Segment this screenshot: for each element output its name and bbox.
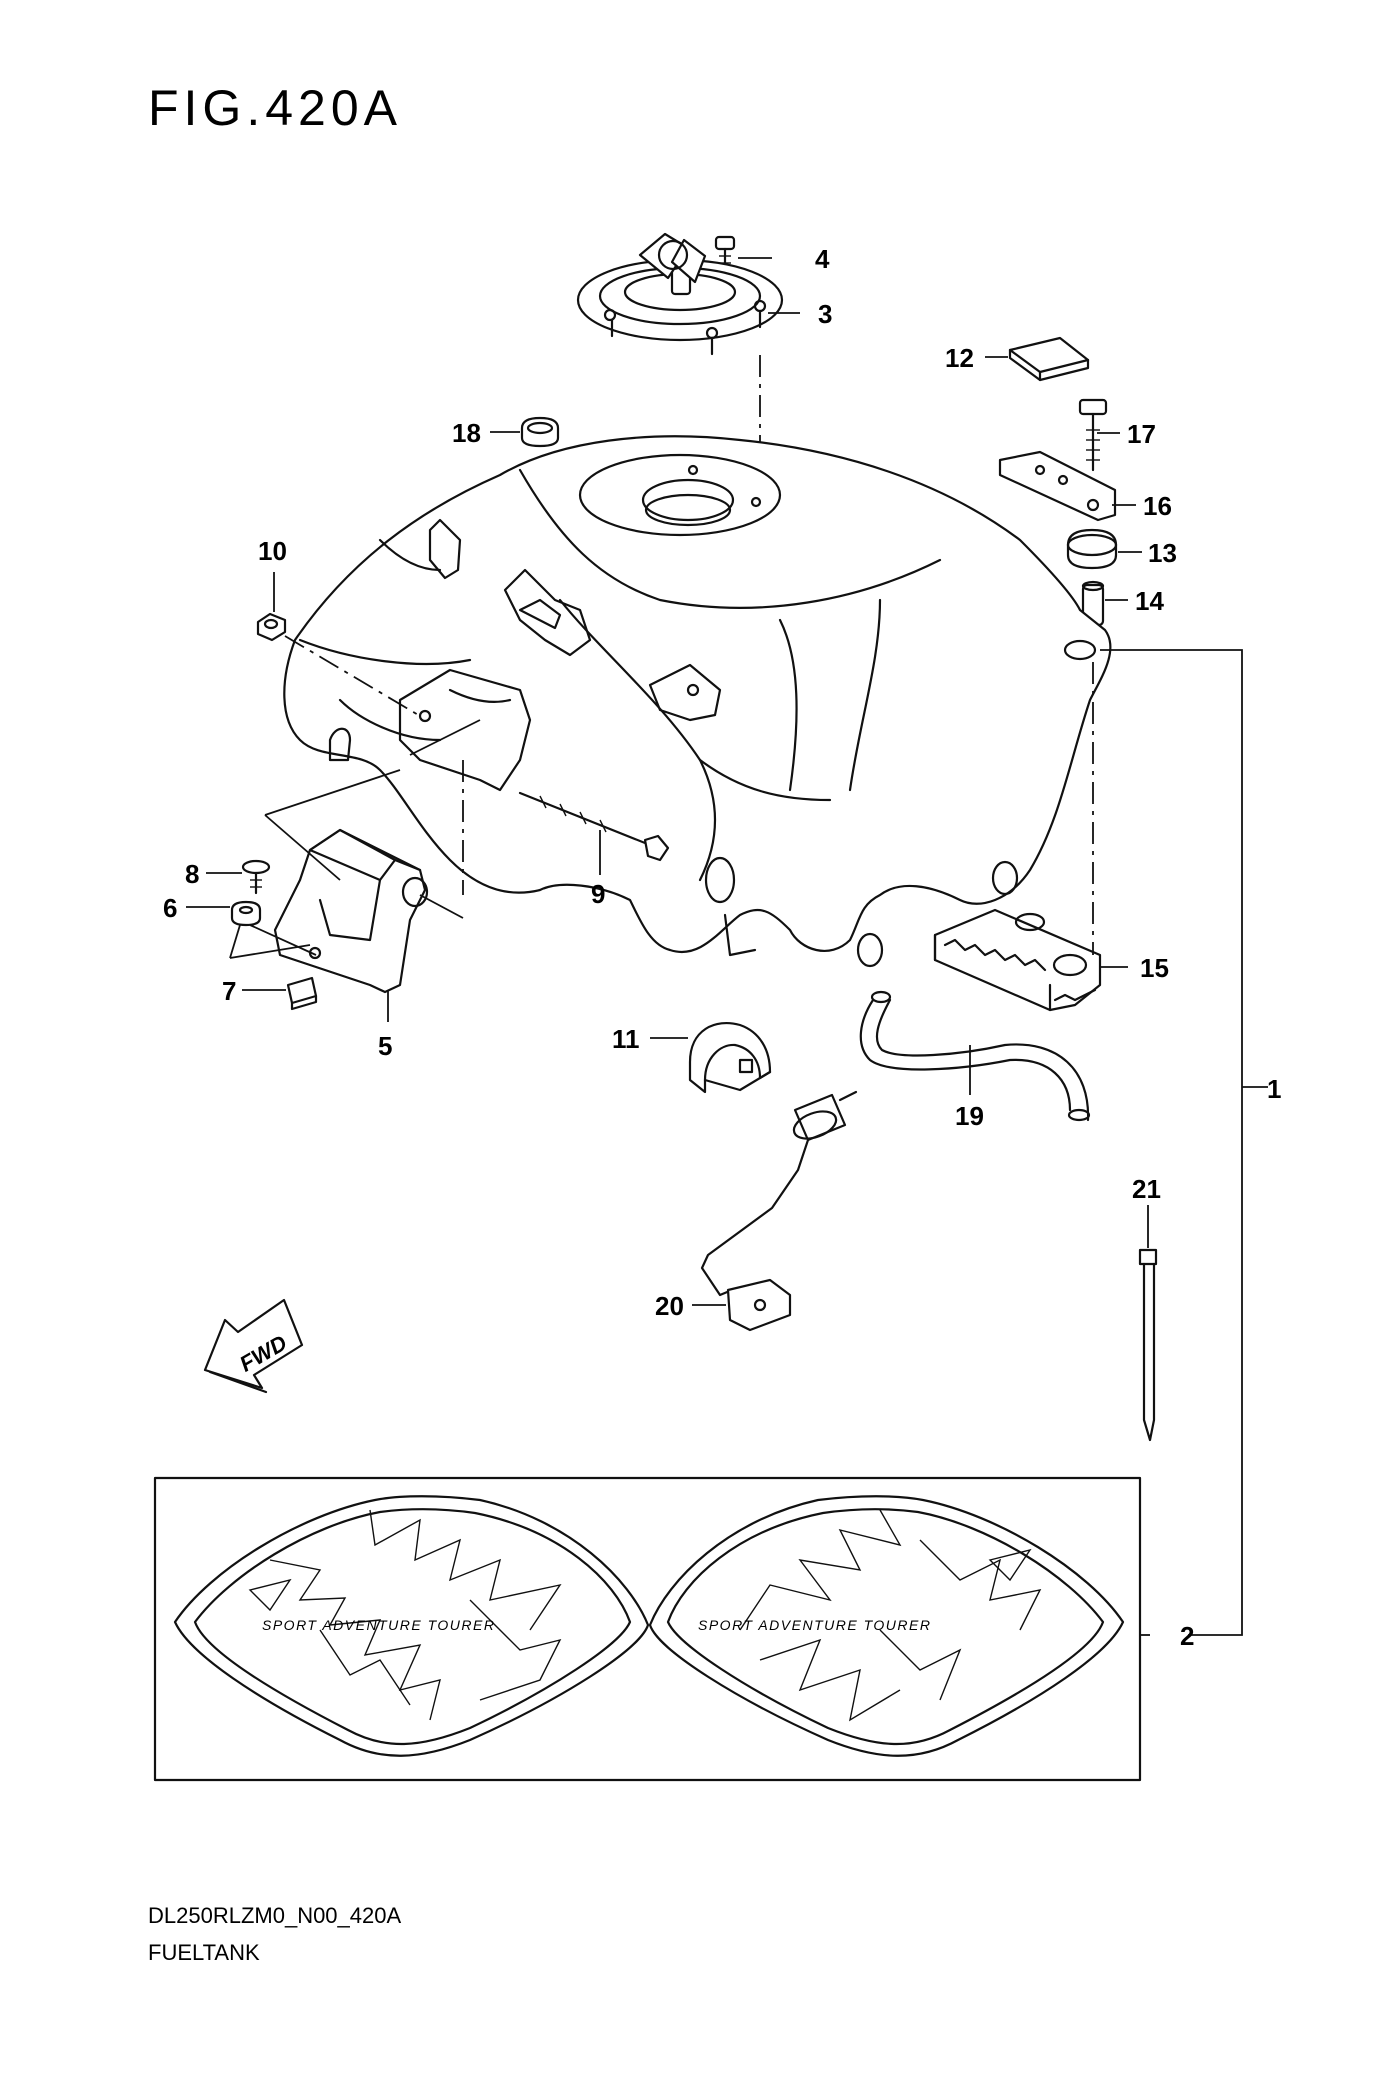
decal-right-text: SPORT ADVENTURE TOURER	[698, 1617, 931, 1633]
decal-left-text: SPORT ADVENTURE TOURER	[262, 1617, 495, 1633]
assembly-line-b	[264, 814, 341, 881]
callout-1: 1	[1267, 1074, 1281, 1104]
part-19-hose	[859, 990, 1091, 1122]
part-11-cushion	[688, 1021, 772, 1094]
part-6-washer	[230, 900, 262, 927]
part-8-screw	[241, 859, 271, 895]
figure-title: FIG.420A	[148, 80, 402, 136]
group-bracket-line	[1100, 649, 1243, 1636]
assembly-line-e	[419, 894, 464, 919]
decal-right: SPORT ADVENTURE TOURER	[648, 1495, 1125, 1757]
washer-6-relation-3	[249, 924, 317, 956]
callout-7: 7	[222, 976, 236, 1006]
callout-6: 6	[163, 893, 177, 923]
part-13-grommet	[1066, 528, 1118, 570]
part-15-mount	[933, 908, 1102, 1012]
part-12-pad	[1008, 336, 1090, 382]
figure-code: DL250RLZM0_N00_420A	[148, 1903, 401, 1928]
callout-10: 10	[258, 536, 287, 566]
figure-name: FUELTANK	[148, 1940, 260, 1965]
callout-14: 14	[1135, 586, 1164, 616]
callout-2: 2	[1180, 1621, 1194, 1651]
decal-left: SPORT ADVENTURE TOURER	[173, 1495, 650, 1757]
assembly-line-c	[409, 719, 481, 756]
callout-12: 12	[945, 343, 974, 373]
callout-5: 5	[378, 1031, 392, 1061]
part-1-fuel-tank	[283, 435, 1112, 968]
part-16-bracket	[998, 450, 1117, 522]
part-3-fuel-cap	[576, 232, 784, 356]
part-21-cable-tie	[1138, 1248, 1158, 1442]
part-17-bolt	[1078, 398, 1108, 472]
callout-9: 9	[591, 879, 605, 909]
part-9-bolt	[518, 791, 670, 862]
callout-20: 20	[655, 1291, 684, 1321]
washer-6-relation-1	[229, 924, 241, 959]
nut-10-axis	[284, 635, 421, 717]
callout-15: 15	[1140, 953, 1169, 983]
callout-11: 11	[612, 1024, 640, 1054]
callout-16: 16	[1143, 491, 1172, 521]
part-5-bracket	[273, 828, 429, 994]
part-10-nut	[256, 612, 287, 642]
callout-4: 4	[815, 244, 830, 274]
callout-13: 13	[1148, 538, 1177, 568]
callout-8: 8	[185, 859, 199, 889]
callout-3: 3	[818, 299, 832, 329]
fwd-arrow-icon: FWD	[203, 1298, 304, 1394]
callout-18: 18	[452, 418, 481, 448]
part-20-fuel-gauge	[700, 1090, 858, 1332]
part-2-decal-set: SPORT ADVENTURE TOURER SPORT ADVENTURE T…	[153, 1476, 1142, 1782]
assembly-line-a	[264, 769, 401, 816]
callout-21: 21	[1132, 1174, 1161, 1204]
part-18-cushion	[520, 416, 560, 448]
part-7-clip-nut	[286, 976, 318, 1011]
callout-19: 19	[955, 1101, 984, 1131]
callout-17: 17	[1127, 419, 1156, 449]
